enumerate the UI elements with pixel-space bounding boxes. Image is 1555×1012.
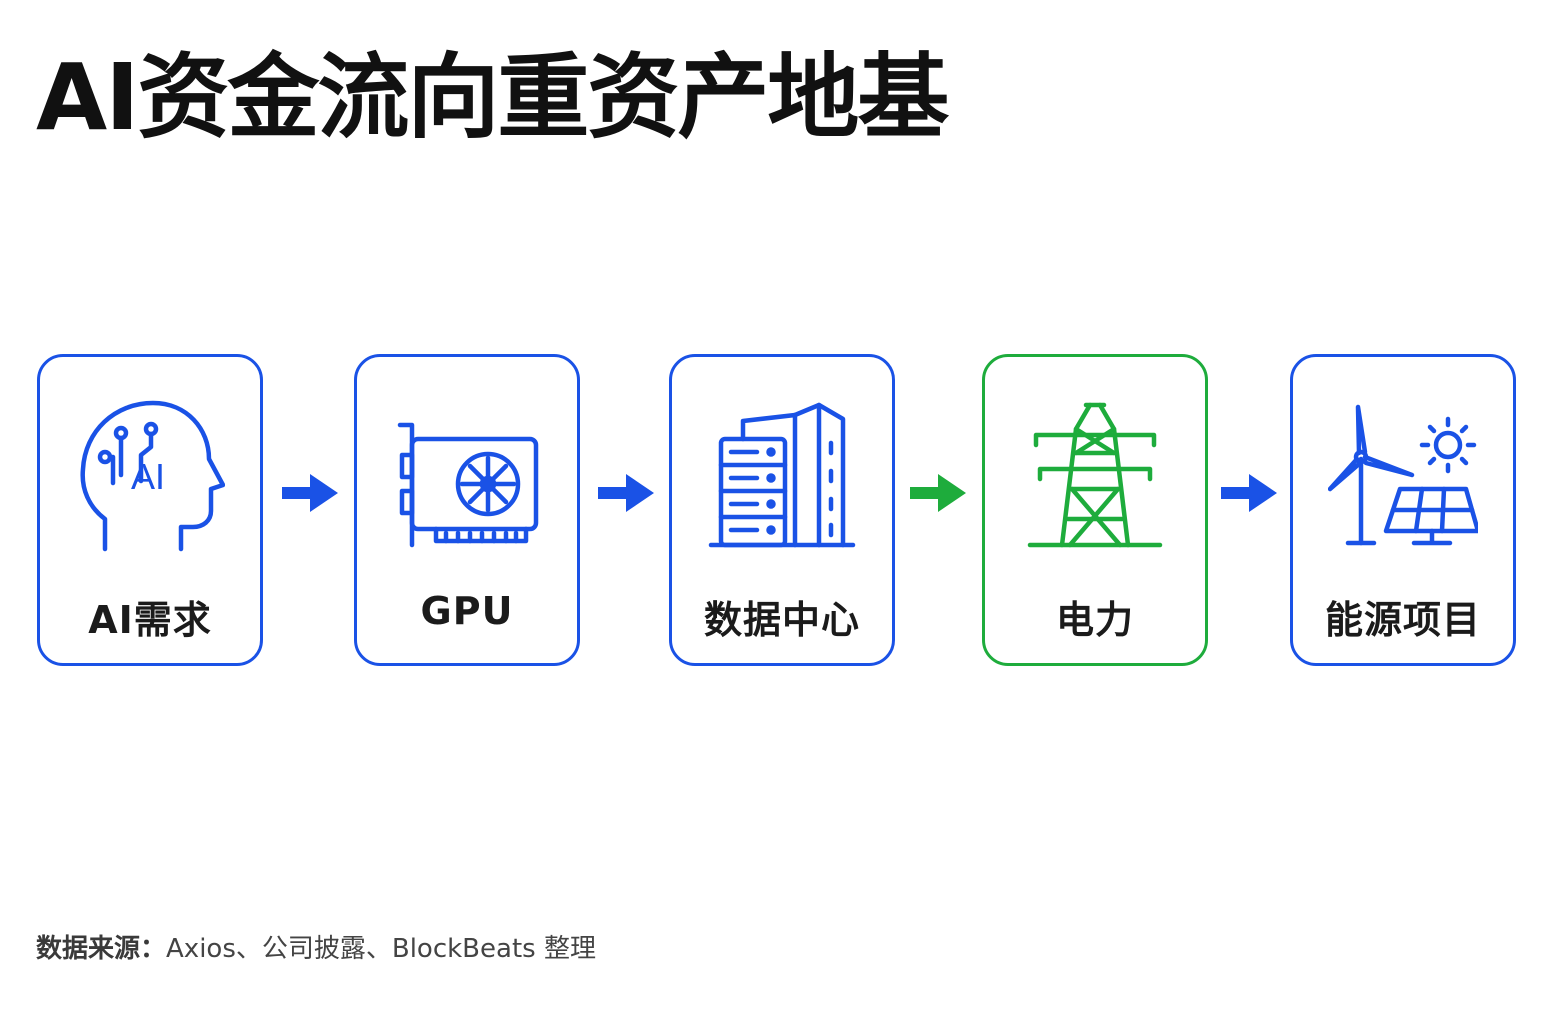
arrow-right-icon xyxy=(1221,474,1277,512)
arrow-right-icon xyxy=(598,474,654,512)
step-label: AI需求 xyxy=(88,598,212,642)
ai-head-icon: AI xyxy=(80,400,225,552)
svg-text:AI: AI xyxy=(131,456,165,497)
step-label: 电力 xyxy=(1055,598,1134,642)
power-tower-icon xyxy=(1027,402,1163,548)
step-label: 能源项目 xyxy=(1324,598,1481,642)
data-center-icon xyxy=(708,402,856,548)
step-card-energy-projects: 能源项目 xyxy=(1290,354,1516,666)
arrow-right-icon xyxy=(282,474,338,512)
step-label: 数据中心 xyxy=(703,598,860,642)
step-card-gpu: GPU xyxy=(354,354,580,666)
source-note: 数据来源：Axios、公司披露、BlockBeats 整理 xyxy=(36,928,596,965)
gpu-card-icon xyxy=(397,422,539,548)
arrow-right-icon xyxy=(910,474,966,512)
step-card-power: 电力 xyxy=(982,354,1208,666)
step-card-ai-demand: AI AI需求 xyxy=(37,354,263,666)
page-title: AI资金流向重资产地基 xyxy=(36,44,949,151)
step-card-data-center: 数据中心 xyxy=(669,354,895,666)
wind-solar-icon xyxy=(1328,404,1478,546)
step-label: GPU xyxy=(420,589,514,633)
source-text: Axios、公司披露、BlockBeats 整理 xyxy=(166,934,596,964)
source-label: 数据来源： xyxy=(36,934,167,964)
